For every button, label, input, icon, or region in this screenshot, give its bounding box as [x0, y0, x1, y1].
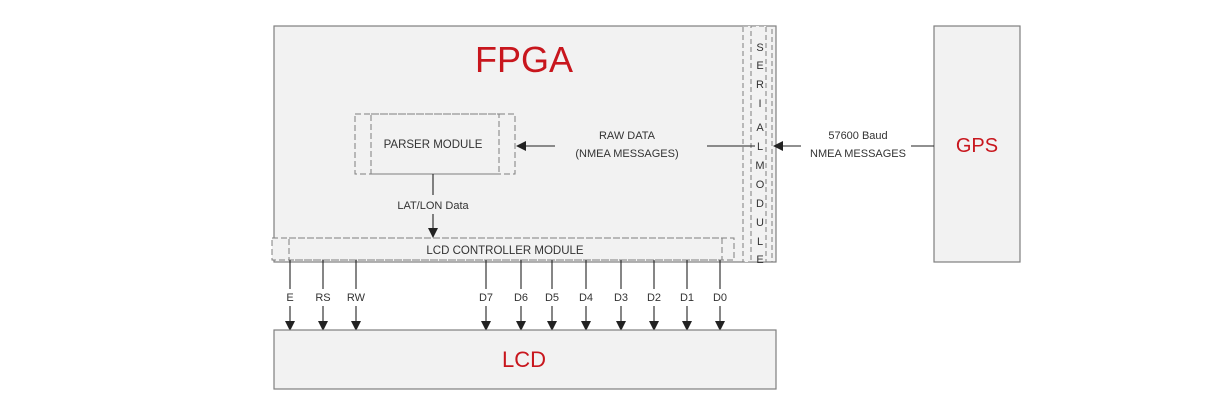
lcd-controller-label: LCD CONTROLLER MODULE: [426, 245, 584, 257]
pin-label-d2: D2: [647, 292, 661, 304]
fpga-title: FPGA: [475, 39, 573, 80]
serial-letter: E: [756, 60, 763, 72]
serial-letter: L: [757, 236, 763, 248]
raw-data-label-2: (NMEA MESSAGES): [575, 148, 678, 160]
serial-letter: R: [756, 79, 764, 91]
serial-letter: L: [757, 141, 763, 153]
pin-label-d7: D7: [479, 292, 493, 304]
pin-label-rw: RW: [347, 292, 366, 304]
serial-letter: U: [756, 217, 764, 229]
pin-label-d1: D1: [680, 292, 694, 304]
serial-letter: O: [756, 179, 765, 191]
pin-label-d4: D4: [579, 292, 593, 304]
serial-letter: S: [756, 42, 763, 54]
gps-link-label-2: NMEA MESSAGES: [810, 148, 906, 160]
raw-data-label-1: RAW DATA: [599, 130, 656, 142]
lcd-pin-signals: E RS RW D7 D6 D5 D4 D3 D2 D1 D0: [285, 260, 727, 331]
serial-letter: A: [756, 122, 764, 134]
pin-label-rs: RS: [315, 292, 330, 304]
cropped-top-text-strip: [0, 0, 1230, 6]
lcd-title: LCD: [502, 347, 546, 372]
serial-letter: M: [755, 160, 764, 172]
parser-module-inner: [370, 113, 500, 175]
gps-block: [933, 25, 1021, 263]
pin-label-d3: D3: [614, 292, 628, 304]
serial-letter: E: [756, 254, 763, 266]
pin-label-d0: D0: [713, 292, 727, 304]
lcd-controller-inner: [288, 237, 735, 261]
gps-link-label-1: 57600 Baud: [828, 130, 887, 142]
parser-module-label: PARSER MODULE: [384, 139, 483, 151]
serial-letter: D: [756, 198, 764, 210]
lcd-block: [273, 329, 777, 390]
gps-title: GPS: [956, 135, 998, 157]
latlon-label: LAT/LON Data: [397, 200, 469, 212]
serial-letter: I: [758, 98, 761, 110]
pin-label-d5: D5: [545, 292, 559, 304]
pin-label-d6: D6: [514, 292, 528, 304]
pin-label-e: E: [286, 292, 293, 304]
